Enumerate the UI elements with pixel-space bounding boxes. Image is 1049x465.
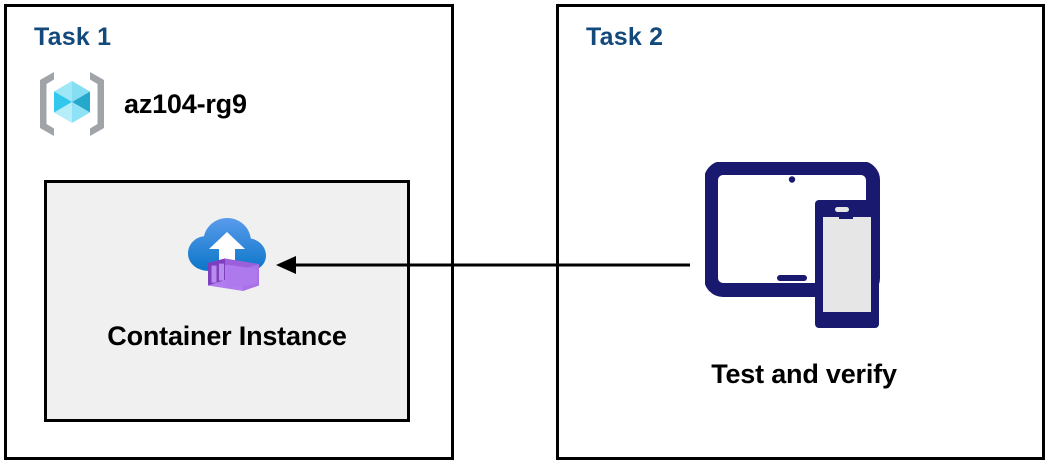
task-2-panel: Task 2 Test and verify: [556, 4, 1045, 460]
task-1-panel: Task 1 az104-r: [4, 4, 454, 460]
resource-group-label: az104-rg9: [124, 88, 247, 119]
test-and-verify-label: Test and verify: [711, 359, 897, 389]
task-2-title: Task 2: [586, 23, 664, 51]
container-instance-label: Container Instance: [107, 321, 347, 351]
devices-group: Test and verify: [679, 162, 929, 390]
container-instance-box: Container Instance: [44, 180, 410, 422]
resource-group-row: az104-rg9: [34, 66, 247, 142]
connector-arrow-left: [276, 256, 690, 274]
task-1-title: Task 1: [34, 23, 112, 51]
azure-resource-group-icon: [40, 72, 104, 136]
tablet-and-phone-icon: [705, 162, 880, 328]
container-instance-icon: [188, 218, 266, 291]
